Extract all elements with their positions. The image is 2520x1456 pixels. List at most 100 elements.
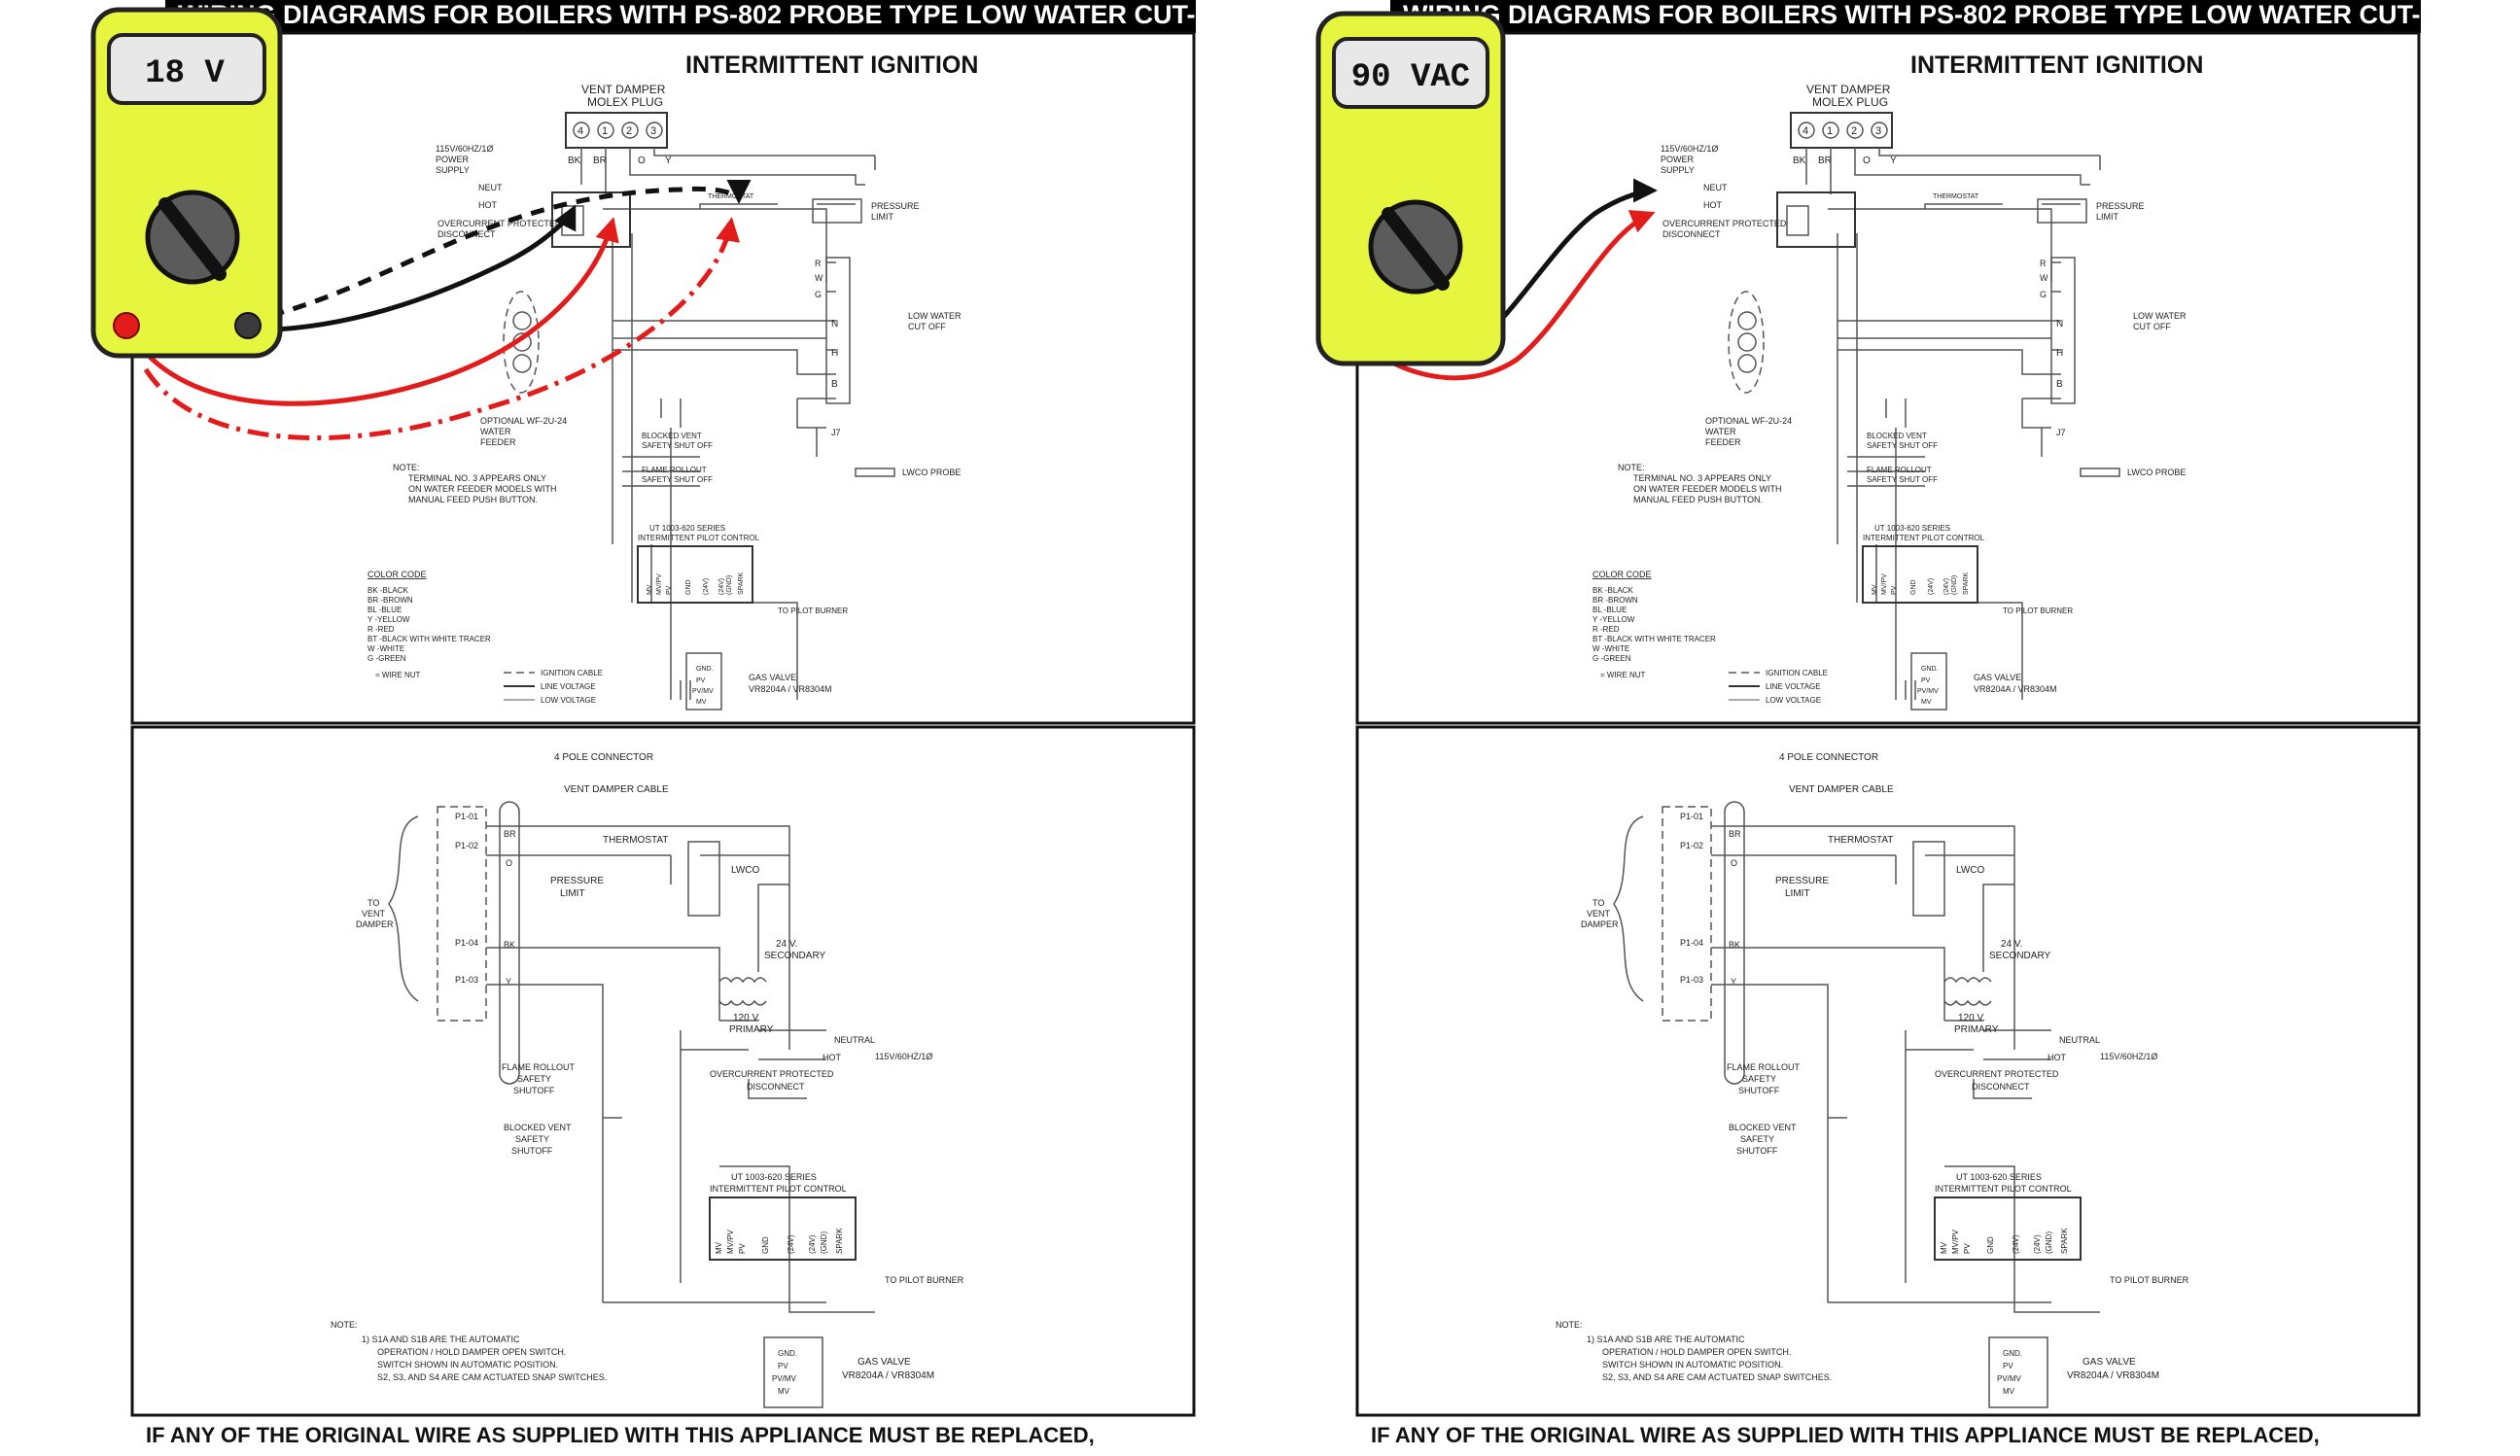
ctrl-term-spark: SPARK — [738, 572, 745, 595]
line-legend: IGNITION CABLE LINE VOLTAGE LOW VOLTAGE — [504, 669, 603, 705]
note-top-2: ON WATER FEEDER MODELS WITH — [1633, 484, 1782, 494]
lwco-term-w: W — [815, 273, 823, 283]
cc-1: BR -BROWN — [368, 596, 413, 605]
lwco-term-w: W — [2040, 273, 2048, 283]
ctrl-term-gnd-b: (GND) — [726, 575, 733, 595]
flame-b-3: SHUTOFF — [1738, 1086, 1780, 1095]
red-probe-jack[interactable] — [113, 312, 140, 339]
blocked-b-2: SAFETY — [515, 1134, 549, 1144]
ctrlb-24v-a: (24V) — [787, 1234, 795, 1254]
molex-pin-3: 3 — [650, 125, 656, 137]
note-b-2: OPERATION / HOLD DAMPER OPEN SWITCH. — [1602, 1347, 1791, 1357]
meter-reading-right: 90 VAC — [1351, 59, 1470, 96]
gas-valve-b-2: VR8204A / VR8304M — [2067, 1370, 2159, 1381]
color-code-title: COLOR CODE — [1592, 570, 1652, 579]
molex-plug — [1790, 112, 1893, 149]
thermostat-b: THERMOSTAT — [1828, 835, 1893, 846]
cc-1: BR -BROWN — [1592, 596, 1638, 605]
lwco-term-n: N — [831, 319, 838, 329]
feeder-2: WATER — [1705, 427, 1736, 436]
note-b-3: SWITCH SHOWN IN AUTOMATIC POSITION. — [1602, 1360, 1783, 1369]
cc-0: BK -BLACK — [368, 586, 408, 595]
ctrl-term-pv: PV — [1891, 585, 1898, 595]
to-pilot-burner-b: TO PILOT BURNER — [885, 1275, 964, 1285]
right-meter-overlay: 90 VAC — [1315, 11, 1658, 381]
ut-control-1: UT 1003-620 SERIES — [1874, 524, 1950, 533]
damper-brace — [388, 815, 419, 1002]
gas-valve-box — [685, 652, 722, 711]
gas-valve-box — [1910, 652, 1947, 711]
ctrl-term-24v-b: (24V) — [718, 578, 725, 595]
molex-wire-bk: BK — [568, 156, 581, 166]
blocked-vent-1: BLOCKED VENT — [1867, 432, 1927, 440]
line-legend: IGNITION CABLE LINE VOLTAGE LOW VOLTAGE — [1729, 669, 1828, 705]
cc-6: W -WHITE — [1592, 644, 1629, 653]
pressure-b-2: LIMIT — [1785, 888, 1810, 899]
molex-wire-bk: BK — [1793, 156, 1806, 166]
supply-b-label: 115V/60HZ/1Ø — [2100, 1052, 2157, 1061]
bottom-diagram: 4 POLE CONNECTOR VENT DAMPER CABLE TO VE… — [1556, 752, 2189, 1408]
ctrlb-spark: SPARK — [835, 1228, 844, 1254]
gv-term-gnd: GND. — [696, 666, 714, 673]
blocked-b-1: BLOCKED VENT — [504, 1123, 572, 1132]
gv-b-pvmv: PV/MV — [772, 1374, 797, 1383]
thermostat-label: THERMOSTAT — [708, 193, 754, 200]
flame-b-1: FLAME ROLLOUT — [502, 1062, 576, 1072]
cc-4: R -RED — [1592, 625, 1620, 634]
blocked-vent-1: BLOCKED VENT — [642, 432, 702, 440]
lwco-b-label: LWCO — [731, 865, 759, 876]
gv-b-mv: MV — [778, 1387, 790, 1396]
pin-p1-04: P1-04 — [1680, 938, 1703, 948]
lwco-term-b: B — [2056, 379, 2063, 390]
cc-2: BL -BLUE — [1592, 606, 1627, 614]
header-title: WIRING DIAGRAMS FOR BOILERS WITH PS-802 … — [1403, 0, 2473, 29]
pressure-b-2: LIMIT — [560, 888, 585, 899]
flame-rollout-1: FLAME ROLLOUT — [642, 466, 707, 474]
black-probe-jack[interactable] — [234, 312, 262, 339]
cc-7: G -GREEN — [368, 654, 406, 663]
note-b-2: OPERATION / HOLD DAMPER OPEN SWITCH. — [377, 1347, 566, 1357]
pin-wire-o: O — [1731, 858, 1737, 868]
wire-nut-label: = WIRE NUT — [375, 671, 421, 679]
ctrl-term-mvpv: MV/PV — [656, 573, 663, 595]
lwco-term-g: G — [2040, 290, 2047, 299]
ctrl-term-24v-a: (24V) — [1928, 578, 1935, 595]
connector-dashbox — [437, 806, 487, 1022]
to-pilot-burner-b: TO PILOT BURNER — [2110, 1275, 2189, 1285]
header-title: WIRING DIAGRAMS FOR BOILERS WITH PS-802 … — [178, 0, 1248, 29]
ctrlb-mv: MV — [1940, 1241, 1948, 1254]
ut-control-b-box — [709, 1196, 857, 1261]
flame-b-1: FLAME ROLLOUT — [1727, 1062, 1801, 1072]
note-b-0: NOTE: — [1556, 1320, 1583, 1330]
control-terminals: MV MV/PV PV GND (24V) (24V) (GND) SPARK — [647, 572, 745, 595]
note-top-3: MANUAL FEED PUSH BUTTON. — [1633, 495, 1763, 504]
legend-ignition: IGNITION CABLE — [1766, 669, 1828, 677]
ctrl-term-mv: MV — [647, 584, 653, 595]
ctrlb-mvpv: MV/PV — [1951, 1229, 1960, 1254]
note-top-0: NOTE: — [1618, 463, 1645, 472]
molex-pin-4: 4 — [578, 125, 583, 137]
top-diagram-title: INTERMITTENT IGNITION — [1910, 52, 2203, 79]
blocked-vent-2: SAFETY SHUT OFF — [1867, 441, 1938, 450]
ut-control-2: INTERMITTENT PILOT CONTROL — [1863, 534, 1985, 542]
note-b-0: NOTE: — [331, 1320, 358, 1330]
to-vent-2: VENT — [362, 909, 386, 919]
pin-wire-y: Y — [506, 977, 511, 987]
legend-low: LOW VOLTAGE — [1766, 696, 1821, 705]
black-probe-right — [1476, 178, 1658, 344]
pressure-b-1: PRESSURE — [1775, 876, 1829, 886]
cc-5: BT -BLACK WITH WHITE TRACER — [368, 635, 491, 643]
four-pole-label: 4 POLE CONNECTOR — [554, 752, 653, 763]
lwco-terminals: R W G N H B J7 — [2040, 259, 2066, 437]
ut-control-b-1: UT 1003-620 SERIES — [731, 1172, 817, 1182]
bottom-diagram-frame — [130, 725, 1196, 1417]
gv-b-pv: PV — [2003, 1362, 2013, 1370]
lwco-term-h: H — [2056, 348, 2063, 359]
gas-valve-1: GAS VALVE — [749, 673, 796, 682]
lwco-term-r: R — [2040, 259, 2047, 268]
top-diagram-title: INTERMITTENT IGNITION — [685, 52, 978, 79]
vent-cable-label: VENT DAMPER CABLE — [564, 784, 669, 795]
control-b-terminals: MV MV/PV PV GND (24V) (24V) (GND) SPARK — [715, 1228, 844, 1254]
feeder-1: OPTIONAL WF-2U-24 — [480, 416, 567, 426]
primary-1: 120 V. — [1958, 1013, 1985, 1023]
